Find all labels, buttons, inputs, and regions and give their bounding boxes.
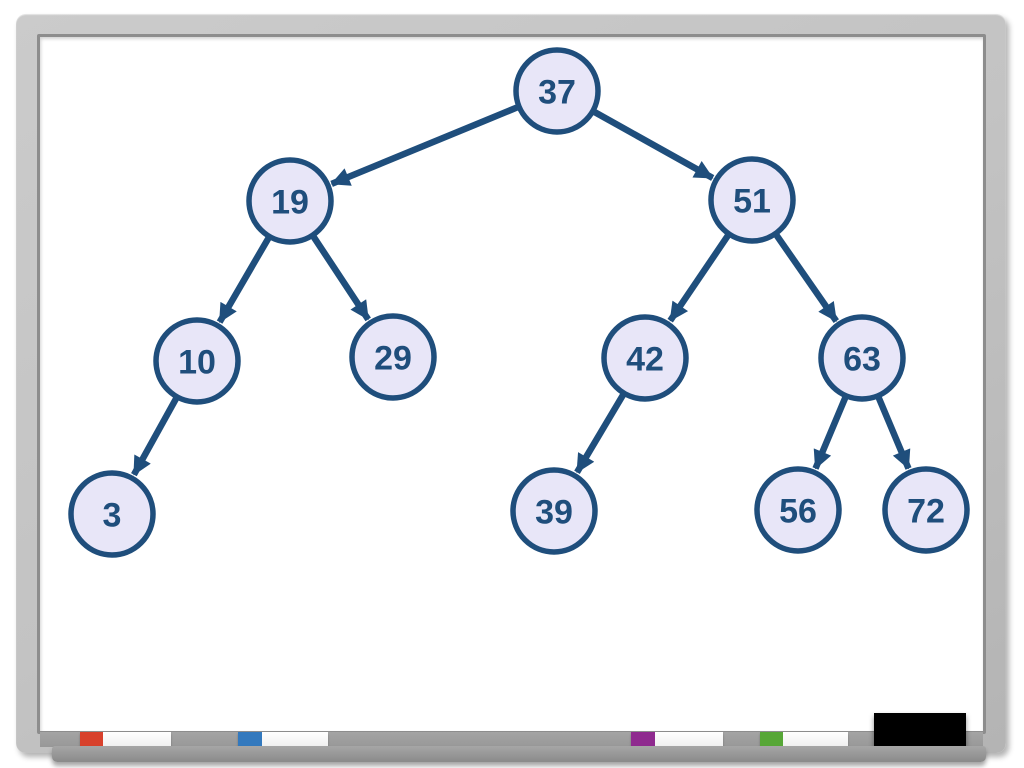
blue-marker-cap	[238, 732, 262, 746]
tree-node-label: 51	[733, 182, 771, 220]
tree-edge-63-72	[875, 396, 912, 470]
eraser	[874, 713, 966, 747]
tree-node-label: 63	[843, 340, 881, 378]
tree-node-label: 72	[907, 492, 945, 530]
tree-edge-37-51	[592, 109, 715, 181]
tree-node-42: 42	[601, 314, 689, 402]
tree-edge-42-39	[574, 393, 626, 474]
tree-edge-19-29	[310, 235, 371, 322]
tree-node-label: 3	[103, 496, 122, 534]
tree-node-63: 63	[818, 314, 906, 402]
tree-node-10: 10	[153, 317, 241, 405]
tree-node-37: 37	[513, 47, 601, 135]
tree-edge-51-63	[773, 233, 839, 323]
tree-node-label: 42	[626, 340, 664, 378]
tree-node-19: 19	[246, 157, 334, 245]
green-marker	[760, 732, 848, 746]
tree-edge-63-56	[812, 396, 849, 470]
red-marker-cap	[80, 732, 103, 746]
tree-node-label: 56	[779, 492, 817, 530]
tree-node-72: 72	[882, 466, 970, 554]
green-marker-body	[783, 732, 848, 746]
tree-edge-10-3	[131, 397, 179, 477]
tree-node-label: 29	[374, 339, 412, 377]
marker-tray	[52, 746, 986, 762]
tree-node-51: 51	[708, 156, 796, 244]
tree-edge-51-42	[667, 233, 731, 323]
tree-node-39: 39	[510, 467, 598, 555]
tree-edge-37-19	[330, 104, 519, 187]
blue-marker-body	[262, 732, 328, 746]
red-marker-body	[103, 732, 171, 746]
purple-marker-cap	[631, 732, 655, 746]
red-marker	[80, 732, 171, 746]
tree-node-29: 29	[349, 313, 437, 401]
tree-node-label: 39	[535, 493, 573, 531]
blue-marker	[238, 732, 328, 746]
tree-node-label: 37	[538, 73, 576, 111]
tree-edge-19-10	[216, 236, 272, 324]
purple-marker	[631, 732, 723, 746]
tree-node-label: 19	[271, 183, 309, 221]
purple-marker-body	[655, 732, 723, 746]
tree-node-3: 3	[68, 470, 156, 558]
tree-node-label: 10	[178, 343, 216, 381]
tree-node-56: 56	[754, 466, 842, 554]
green-marker-cap	[760, 732, 783, 746]
